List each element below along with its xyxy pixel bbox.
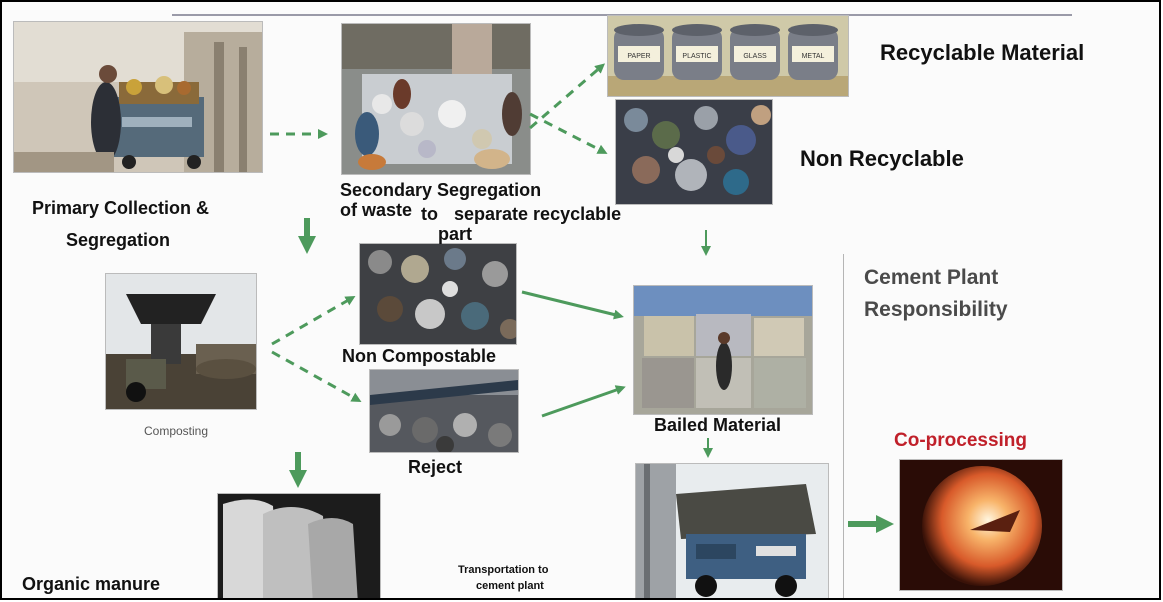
co-processing-label: Co-processing	[894, 430, 1028, 451]
non-compostable-label: Non Compostable	[342, 346, 497, 366]
reject-label: Reject	[408, 457, 463, 477]
secondary-segregation-photo	[342, 24, 530, 174]
arrow-non-compostable-to-bailed	[521, 290, 624, 320]
transportation-label-line2: cement plant	[476, 580, 544, 592]
primary-collection-label-line2: Segregation	[66, 230, 171, 250]
secondary-segregation-label-waste: of waste	[340, 200, 413, 220]
non-recyclable-label: Non Recyclable	[800, 146, 964, 171]
cement-plant-label-line1: Cement Plant	[864, 266, 999, 289]
composting-label: Composting	[144, 424, 209, 438]
bin-label-glass: GLASS	[743, 53, 767, 60]
bin-label-metal: METAL	[802, 53, 825, 60]
arrow-secondary-to-non-recyclable	[529, 112, 608, 154]
cement-plant-label-line2: Responsibility	[864, 298, 1008, 321]
secondary-segregation-label-line1: Secondary Segregation	[340, 180, 542, 200]
organic-manure-label: Organic manure	[22, 574, 161, 594]
recyclable-material-label: Recyclable Material	[880, 40, 1085, 65]
bin-label-plastic: PLASTIC	[682, 53, 711, 60]
recyclable-bins-photo: PAPER PLASTIC GLASS METAL	[608, 16, 848, 96]
secondary-segregation-label-part: part	[438, 224, 473, 244]
divider-line	[843, 254, 844, 598]
bailed-material-label: Bailed Material	[654, 415, 782, 435]
arrow-secondary-to-recyclable	[529, 63, 606, 130]
bailed-material-photo	[634, 286, 812, 414]
primary-collection-photo	[14, 22, 262, 172]
secondary-segregation-label-separate: separate recyclable	[454, 204, 622, 224]
primary-collection-label-line1: Primary Collection &	[32, 198, 210, 218]
organic-manure-photo	[218, 494, 380, 598]
non-recyclable-photo	[616, 100, 772, 204]
top-rule	[172, 14, 1072, 16]
co-processing-kiln-photo	[900, 460, 1062, 590]
composting-photo	[106, 274, 256, 409]
transportation-label-line1: Transportation to	[458, 564, 549, 576]
arrow-reject-to-bailed	[541, 385, 626, 418]
secondary-segregation-label-to: to	[421, 204, 438, 224]
transportation-truck-photo	[636, 464, 828, 598]
non-compostable-photo	[360, 244, 516, 344]
arrow-composting-to-reject	[271, 350, 362, 402]
bin-label-paper: PAPER	[627, 53, 650, 60]
reject-photo	[370, 370, 518, 452]
arrow-composting-to-non-compostable	[271, 296, 356, 346]
